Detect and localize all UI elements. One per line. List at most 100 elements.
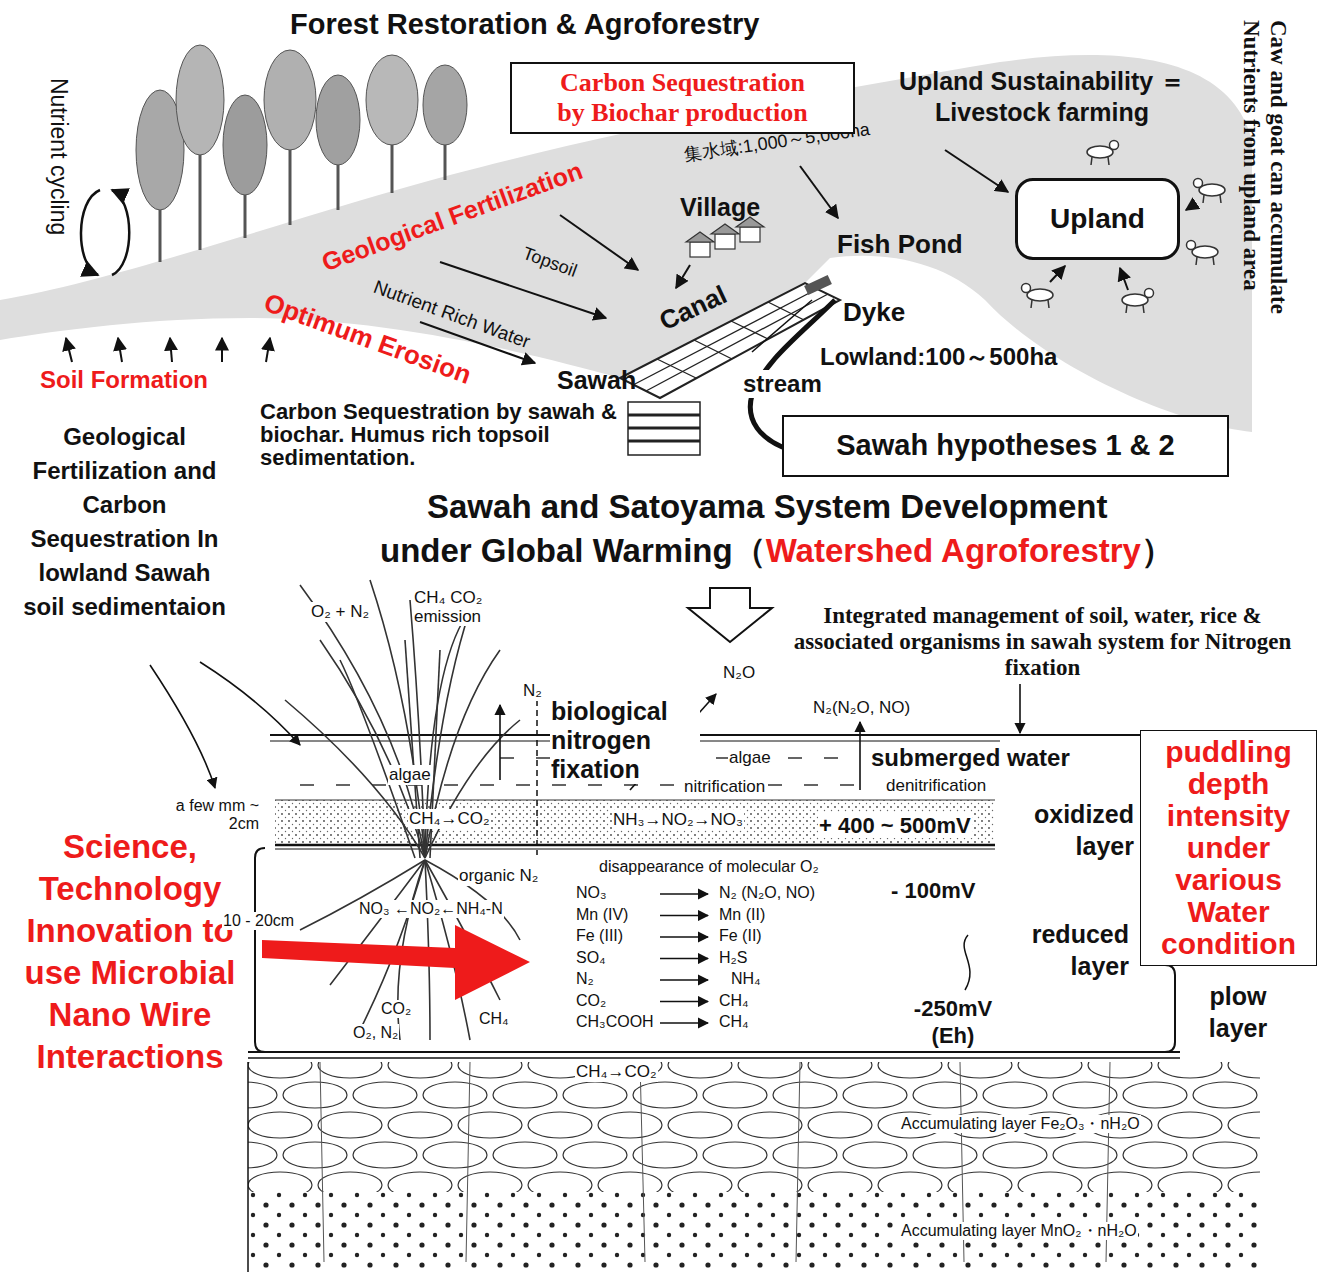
label-holder: Science, Technology Innovation to use Mi… [6,826,254,1078]
text-label: a few mm ~ 2cm [160,797,260,833]
text-label: CH₄ [478,1010,510,1028]
label-holder: NO₃ [575,884,608,902]
label-holder: Canal [655,280,732,337]
text-label: Mn (II) [718,906,766,924]
text-label: CH₄→CO₂ [408,809,491,829]
label-holder: organic N₂ [458,866,539,886]
text-label: Geological Fertilization and Carbon Sequ… [22,420,227,624]
text-label: CH₄ [718,1013,750,1031]
text-label: CH₄ CO₂ emission [413,588,533,626]
text-label: ） [1141,532,1174,570]
hollow-arrow [688,588,772,642]
label-holder: denitrification [885,776,987,796]
text-label: O₂ + N₂ [310,602,370,622]
label-holder: 10 - 20cm [222,912,295,930]
text-label: Fe (III) [575,927,624,945]
text-label: Upland Sustainability ＝Livestock farming [882,66,1202,128]
label-holder: N₂ [575,970,595,988]
text-label: Fe (II) [718,927,763,945]
label-holder: Caw and goat can accumulate Nutrients fr… [1238,20,1292,400]
process-arrows [150,662,1020,1023]
title-holder: Forest Restoration & Agroforestry [290,8,759,41]
label-holder: Mn (II) [718,906,766,924]
text-label: NH₃→NO₂→NO₃ [612,810,744,830]
label-holder: + 400 ~ 500mV [818,813,972,838]
text-label: N₂ [575,970,595,988]
label-holder: CH₄ [718,992,750,1010]
box-text: Upland [1050,203,1145,235]
label-holder: Sawah and Satoyama System Development [427,488,1107,526]
label-holder: Topsoil [520,243,580,282]
label-holder: O₂, N₂ [352,1024,399,1042]
box-text: Carbon Sequestration by Biochar producti… [550,68,815,128]
label-holder: O₂ + N₂ [310,602,370,622]
label-holder: NH₃→NO₂→NO₃ [612,810,744,830]
text-label: Sawah and Satoyama System Development [427,488,1107,526]
text-label: Accumulating layer MnO₂・nH₂O [900,1222,1138,1240]
label-holder: oxidized layer [995,798,1135,862]
label-holder: -250mV (Eh) [893,995,1013,1049]
label-holder: Lowland:100～500ha [820,343,1057,371]
label-holder: Fe (II) [718,927,763,945]
label-holder: Village [680,193,760,222]
text-label: Watershed Agroforestry [766,532,1141,570]
text-label: Village [680,193,760,222]
label-holder: CH₄ [718,1013,750,1031]
label-holder: under Global Warming（ [380,532,766,570]
text-label: plow layer [1183,980,1293,1044]
label-holder: Integrated management of soil, water, ri… [780,603,1305,681]
text-label: denitrification [885,776,987,796]
label-holder: SO₄ [575,949,607,967]
label-holder: CH₄ CO₂ emission [413,588,533,626]
text-label: Canal [655,280,732,337]
label-holder: CH₄ [478,1010,510,1028]
label-holder: Soil Formation [40,366,208,394]
label-holder: plow layer [1183,980,1293,1044]
label-holder: CO₂ [575,992,607,1010]
goats [1022,141,1226,314]
nutrient-loop [81,190,129,275]
text-label: Nutrient cycling [46,78,72,235]
label-holder: N₂(N₂O, NO) [812,698,911,718]
label-holder: CH₄→CO₂ [575,1062,658,1082]
text-label: Carbon Sequestration by sawah & biochar.… [260,400,630,469]
text-label: SO₄ [575,949,607,967]
label-holder: nitrification [683,777,766,797]
text-label: stream [742,370,823,398]
label-holder: disappearance of molecular O₂ [598,858,820,876]
text-label: Fish Pond [837,230,963,260]
text-label: + 400 ~ 500mV [818,813,972,838]
text-label: N₂ (N₂O, NO) [718,884,816,902]
text-label: CO₂ [380,1000,412,1018]
label-holder: Fe (III) [575,927,624,945]
label-holder: algae [728,748,772,768]
label-holder: N₂ [522,681,543,701]
text-label: oxidized layer [995,798,1135,862]
text-label: CH₄→CO₂ [575,1062,658,1082]
box-text: Sawah hypotheses 1 & 2 [836,429,1174,462]
text-label: N₂(N₂O, NO) [812,698,911,718]
text-label: Topsoil [520,243,580,282]
text-box: Carbon Sequestration by Biochar producti… [510,62,855,134]
soil-formation-arrows [66,338,270,362]
text-label: -250mV (Eh) [893,995,1013,1049]
text-label: disappearance of molecular O₂ [598,858,820,876]
text-label: H₂S [718,949,748,967]
label-holder: NH₄ [730,970,762,988]
text-label: biological nitrogen fixation [550,697,700,784]
label-holder: stream [742,370,823,398]
label-holder: algae [388,765,432,785]
label-holder: Accumulating layer MnO₂・nH₂O [900,1222,1138,1240]
text-label: under Global Warming（ [380,532,766,570]
text-label: CO₂ [575,992,607,1010]
text-label: NH₄ [730,970,762,988]
label-holder: a few mm ~ 2cm [160,797,260,833]
text-label: Dyke [843,298,905,328]
text-label: Caw and goat can accumulate Nutrients fr… [1238,20,1292,400]
label-holder: Nutrient cycling [46,78,72,235]
text-label: Science, Technology Innovation to use Mi… [6,826,254,1078]
text-label: N₂ [522,681,543,701]
text-label: CH₄ [718,992,750,1010]
text-label: 10 - 20cm [222,912,295,930]
label-holder: Upland Sustainability ＝Livestock farming [882,66,1202,128]
